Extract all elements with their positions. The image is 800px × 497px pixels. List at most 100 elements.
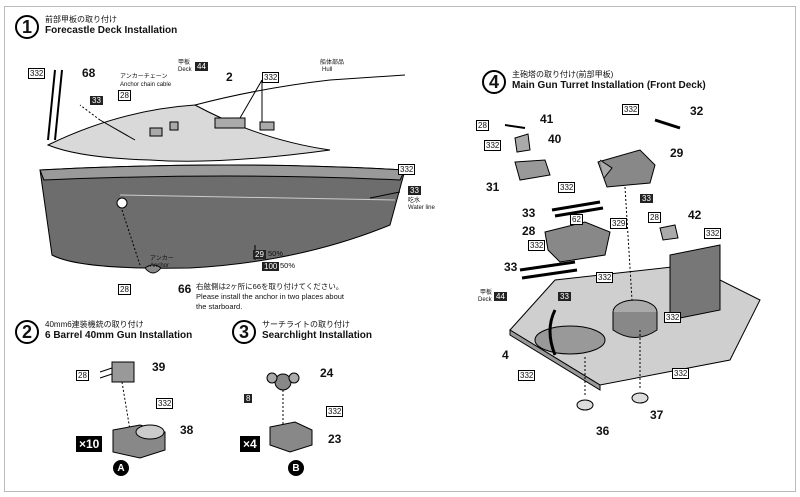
color-code-332: 332 bbox=[28, 68, 46, 79]
waterline-label-en: Water line bbox=[408, 205, 435, 211]
color-code-332-c: 332 bbox=[398, 164, 416, 175]
paint-ratio-100: 50% bbox=[280, 261, 296, 270]
turret-28 bbox=[544, 221, 611, 263]
deck-label-jp: 甲板 bbox=[178, 60, 191, 66]
searchlight-24 bbox=[274, 373, 292, 391]
part-40 bbox=[514, 133, 531, 153]
step-1-number: 1 bbox=[15, 15, 39, 39]
part-66-label: 66 bbox=[178, 282, 192, 296]
color-code-332-m: 332 bbox=[518, 370, 536, 381]
turret-ring-rear bbox=[534, 325, 606, 355]
paint-ratio-29: 50% bbox=[268, 249, 284, 258]
hull-sheer-line bbox=[194, 74, 406, 106]
part-42-label: 42 bbox=[688, 208, 702, 222]
part-23-label: 23 bbox=[328, 432, 342, 446]
part-40-label: 40 bbox=[548, 132, 562, 146]
hull-upper-band bbox=[39, 164, 406, 181]
step-2-header: 2 40mm6連装機銃の取り付け 6 Barrel 40mm Gun Insta… bbox=[15, 320, 192, 344]
hawse-hole bbox=[116, 197, 128, 209]
color-code-332-k: 332 bbox=[596, 272, 614, 283]
hull-label-en: Hull bbox=[322, 67, 333, 73]
color-code-332-f: 332 bbox=[622, 104, 640, 115]
step-2-title-en: 6 Barrel 40mm Gun Installation bbox=[45, 330, 193, 341]
color-code-332-l: 332 bbox=[664, 312, 682, 323]
searchlight-base-23 bbox=[269, 421, 313, 453]
anchor-chain-label-en: Anchor chain cable bbox=[120, 82, 172, 88]
anchor-chain-label-jp: アンカーチェーン bbox=[120, 74, 168, 80]
color-code-332-n: 332 bbox=[672, 368, 690, 379]
part-41-label: 41 bbox=[540, 112, 554, 126]
part-36 bbox=[576, 399, 594, 411]
color-code-332-i: 332 bbox=[704, 228, 722, 239]
anchor-note-jp: 右舷側は2ヶ所に66を取り付けてください。 bbox=[196, 282, 344, 291]
part-31-label: 31 bbox=[486, 180, 500, 194]
color-code-332-g: 332 bbox=[484, 140, 502, 151]
step-3-header: 3 サーチライトの取り付け Searchlight Installation bbox=[232, 320, 372, 344]
waterline-label-jp: 吃水 bbox=[408, 198, 421, 204]
deck-fitting-2 bbox=[214, 117, 246, 129]
paint-code-29: 29 bbox=[253, 250, 266, 259]
step-4-title-en: Main Gun Turret Installation (Front Deck… bbox=[512, 80, 706, 91]
anchor-label-en: Anchor bbox=[150, 263, 170, 269]
color-code-33-d: 33 bbox=[558, 292, 571, 301]
anchor-part-66 bbox=[144, 264, 162, 274]
part-2-label: 2 bbox=[226, 70, 233, 84]
step-1-title-en: Forecastle Deck Installation bbox=[45, 25, 178, 36]
anchor-label-jp: アンカー bbox=[150, 256, 174, 262]
color-code-62: 62 bbox=[570, 214, 583, 225]
part-37 bbox=[631, 392, 649, 404]
step-2-number: 2 bbox=[15, 320, 39, 344]
color-code-332-d: 332 bbox=[156, 398, 174, 409]
hull-label-jp: 船体部品 bbox=[320, 60, 345, 66]
step-3-number: 3 bbox=[232, 320, 256, 344]
step-1-header: 1 前部甲板の取り付け Forecastle Deck Installation bbox=[15, 15, 177, 39]
gun-mount-39 bbox=[111, 361, 135, 383]
deck2-label-en: Deck bbox=[478, 297, 492, 303]
anchor-note-en-1: Please install the anchor in two places … bbox=[196, 292, 345, 301]
multiplier-x10: ×10 bbox=[76, 436, 103, 452]
paint-code-100: 100 bbox=[262, 262, 280, 271]
part-33b-label: 33 bbox=[504, 260, 518, 274]
color-code-329: 329 bbox=[610, 218, 628, 229]
hull-part bbox=[39, 164, 406, 269]
part-68-label: 68 bbox=[82, 66, 96, 80]
sub-assembly-a: A bbox=[113, 460, 129, 476]
part-33a-label: 33 bbox=[522, 206, 536, 220]
deck-label-en: Deck bbox=[178, 67, 192, 73]
anchor-note-en-2: the starboard. bbox=[196, 302, 243, 311]
color-code-332-h: 332 bbox=[558, 182, 576, 193]
part-37-label: 37 bbox=[650, 408, 664, 422]
step-4-number: 4 bbox=[482, 70, 506, 94]
part-31 bbox=[514, 159, 551, 181]
page-frame bbox=[4, 6, 796, 492]
part-4-label: 4 bbox=[502, 348, 509, 362]
part-36-label: 36 bbox=[596, 424, 610, 438]
deck2-label-jp: 甲板 bbox=[480, 290, 493, 296]
color-code-332-b: 332 bbox=[262, 72, 280, 83]
step-3-title-en: Searchlight Installation bbox=[262, 330, 373, 341]
color-code-28-c: 28 bbox=[76, 370, 89, 381]
color-code-28-d: 28 bbox=[476, 120, 489, 131]
part-24-label: 24 bbox=[320, 366, 334, 380]
color-code-33: 33 bbox=[90, 96, 103, 105]
part-28-label: 28 bbox=[522, 224, 536, 238]
forecastle-deck-part bbox=[46, 104, 331, 162]
step-2-title-jp: 40mm6連装機銃の取り付け bbox=[45, 320, 144, 329]
step-1-title-jp: 前部甲板の取り付け bbox=[45, 15, 117, 24]
step-4-title-jp: 主砲塔の取り付け(前部甲板) bbox=[512, 70, 614, 79]
color-code-33-b: 33 bbox=[408, 186, 421, 195]
step-4-header: 4 主砲塔の取り付け(前部甲板) Main Gun Turret Install… bbox=[482, 70, 706, 94]
turret-29 bbox=[597, 149, 656, 188]
code-44: 44 bbox=[195, 62, 208, 71]
color-code-332-e: 332 bbox=[326, 406, 344, 417]
color-code-28: 28 bbox=[118, 90, 131, 101]
part-32-label: 32 bbox=[690, 104, 704, 118]
color-code-33-c: 33 bbox=[640, 194, 653, 203]
multiplier-x4: ×4 bbox=[240, 436, 260, 452]
color-code-332-j: 332 bbox=[528, 240, 546, 251]
step-3-title-jp: サーチライトの取り付け bbox=[262, 320, 350, 329]
color-code-8: 8 bbox=[244, 394, 253, 403]
superstructure bbox=[669, 244, 721, 321]
